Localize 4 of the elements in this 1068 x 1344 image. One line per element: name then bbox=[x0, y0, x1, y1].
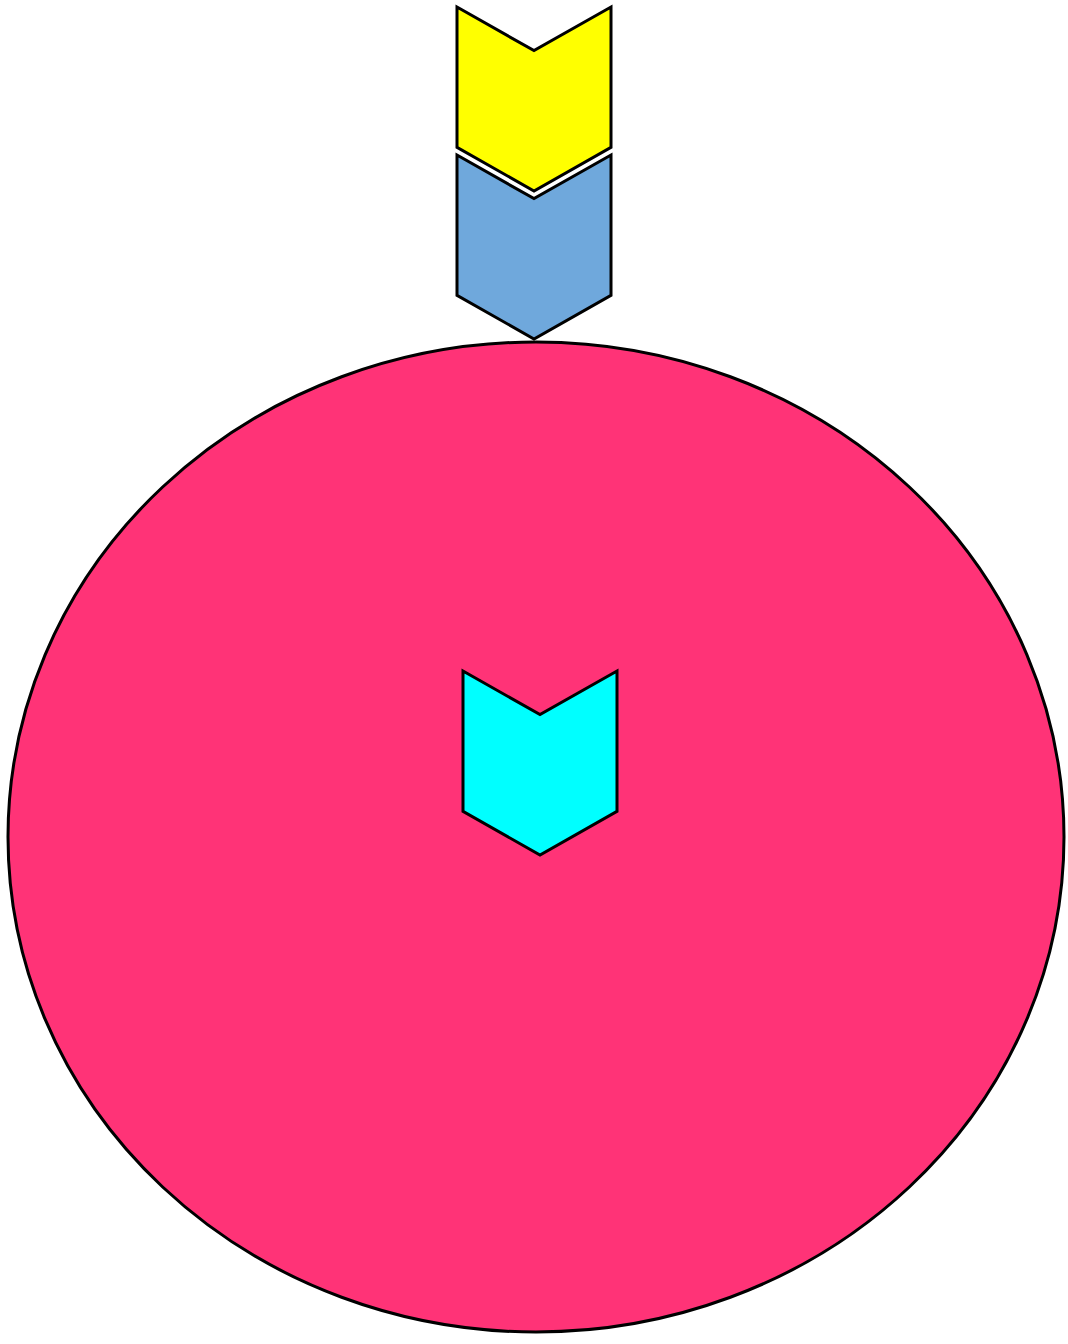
chevron-shape bbox=[456, 154, 612, 340]
chevron-shape bbox=[456, 6, 612, 192]
chevron-shape bbox=[462, 670, 618, 856]
ellipse-shape bbox=[6, 340, 1066, 1334]
